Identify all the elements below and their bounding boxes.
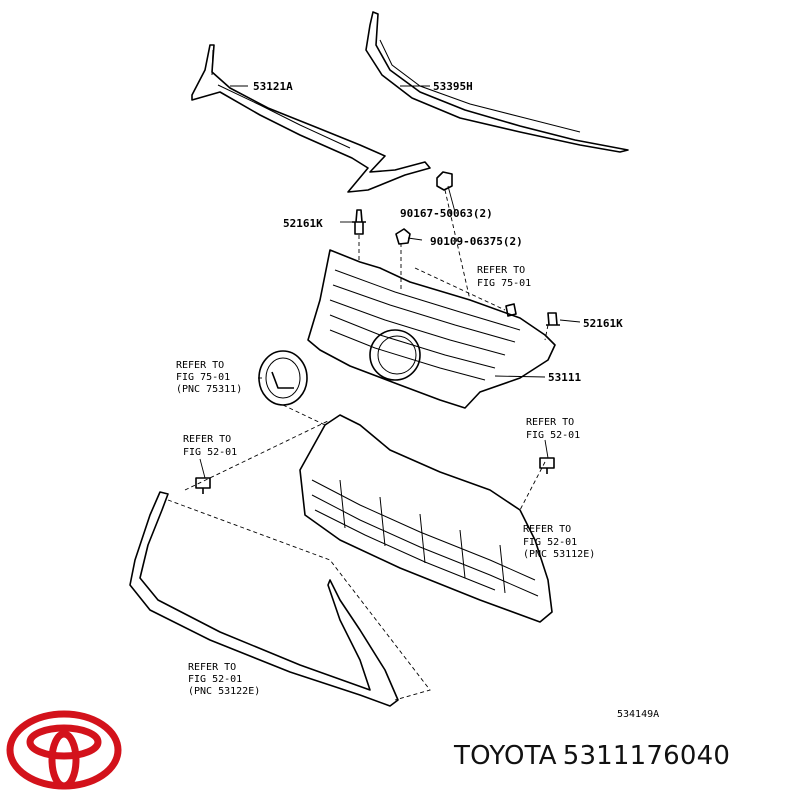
label-figure-number: 534149A [617,709,659,720]
ref-line: REFER TO [183,434,231,445]
label-52161k-right: 52161K [583,317,623,330]
ref-fig75-top: REFER TO FIG 75-01 [477,265,531,289]
assembly-lines [167,189,549,701]
ref-line: REFER TO [523,524,571,535]
screw-left-drawing [195,477,211,494]
emblem-drawing [258,350,308,406]
label-53121a: 53121A [253,80,293,93]
ref-line: (PNC 53122E) [188,686,260,697]
label-53395h: 53395H [433,80,473,93]
screw-right-drawing [539,457,555,474]
ref-line: REFER TO [188,662,236,673]
caption-brand: TOYOTA [454,741,557,771]
ref-line: FIG 75-01 [477,278,531,289]
caption-part-number: 5311176040 [562,741,731,771]
ref-line: FIG 52-01 [526,430,580,441]
ref-line: REFER TO [526,417,574,428]
lower-molding-drawing [129,491,399,707]
leader-lines [199,85,581,479]
fastener-90167-drawing [436,171,453,191]
label-90109: 90109-06375(2) [430,235,523,248]
ref-line: FIG 52-01 [523,537,577,548]
ref-fig52-left: REFER TO FIG 52-01 [183,434,237,458]
ref-line: FIG 52-01 [183,447,237,458]
toyota-logo-icon [6,710,122,790]
ref-fig52-right-mid: REFER TO FIG 52-01 (PNC 53112E) [523,524,595,560]
grille-53111-drawing [307,249,556,409]
molding-53121a-drawing [191,44,431,193]
ref-line: (PNC 75311) [176,384,242,395]
lower-grille-drawing [299,414,553,623]
ref-line: FIG 75-01 [176,372,230,383]
clip-52161k-right-drawing [546,312,560,326]
nut-90109-drawing [395,228,411,245]
ref-fig52-right-top: REFER TO FIG 52-01 [526,417,580,441]
ref-line: REFER TO [176,360,224,371]
ref-line: FIG 52-01 [188,674,242,685]
ref-fig75-emblem: REFER TO FIG 75-01 (PNC 75311) [176,360,242,395]
molding-53395h-drawing [365,11,629,153]
clip-52161k-left-drawing [352,209,366,235]
label-90167: 90167-50063(2) [400,207,493,220]
label-53111: 53111 [548,371,581,384]
ref-line: (PNC 53112E) [523,549,595,560]
label-52161k-left: 52161K [283,217,323,230]
ref-line: REFER TO [477,265,525,276]
ref-fig52-bottom: REFER TO FIG 52-01 (PNC 53122E) [188,662,260,697]
